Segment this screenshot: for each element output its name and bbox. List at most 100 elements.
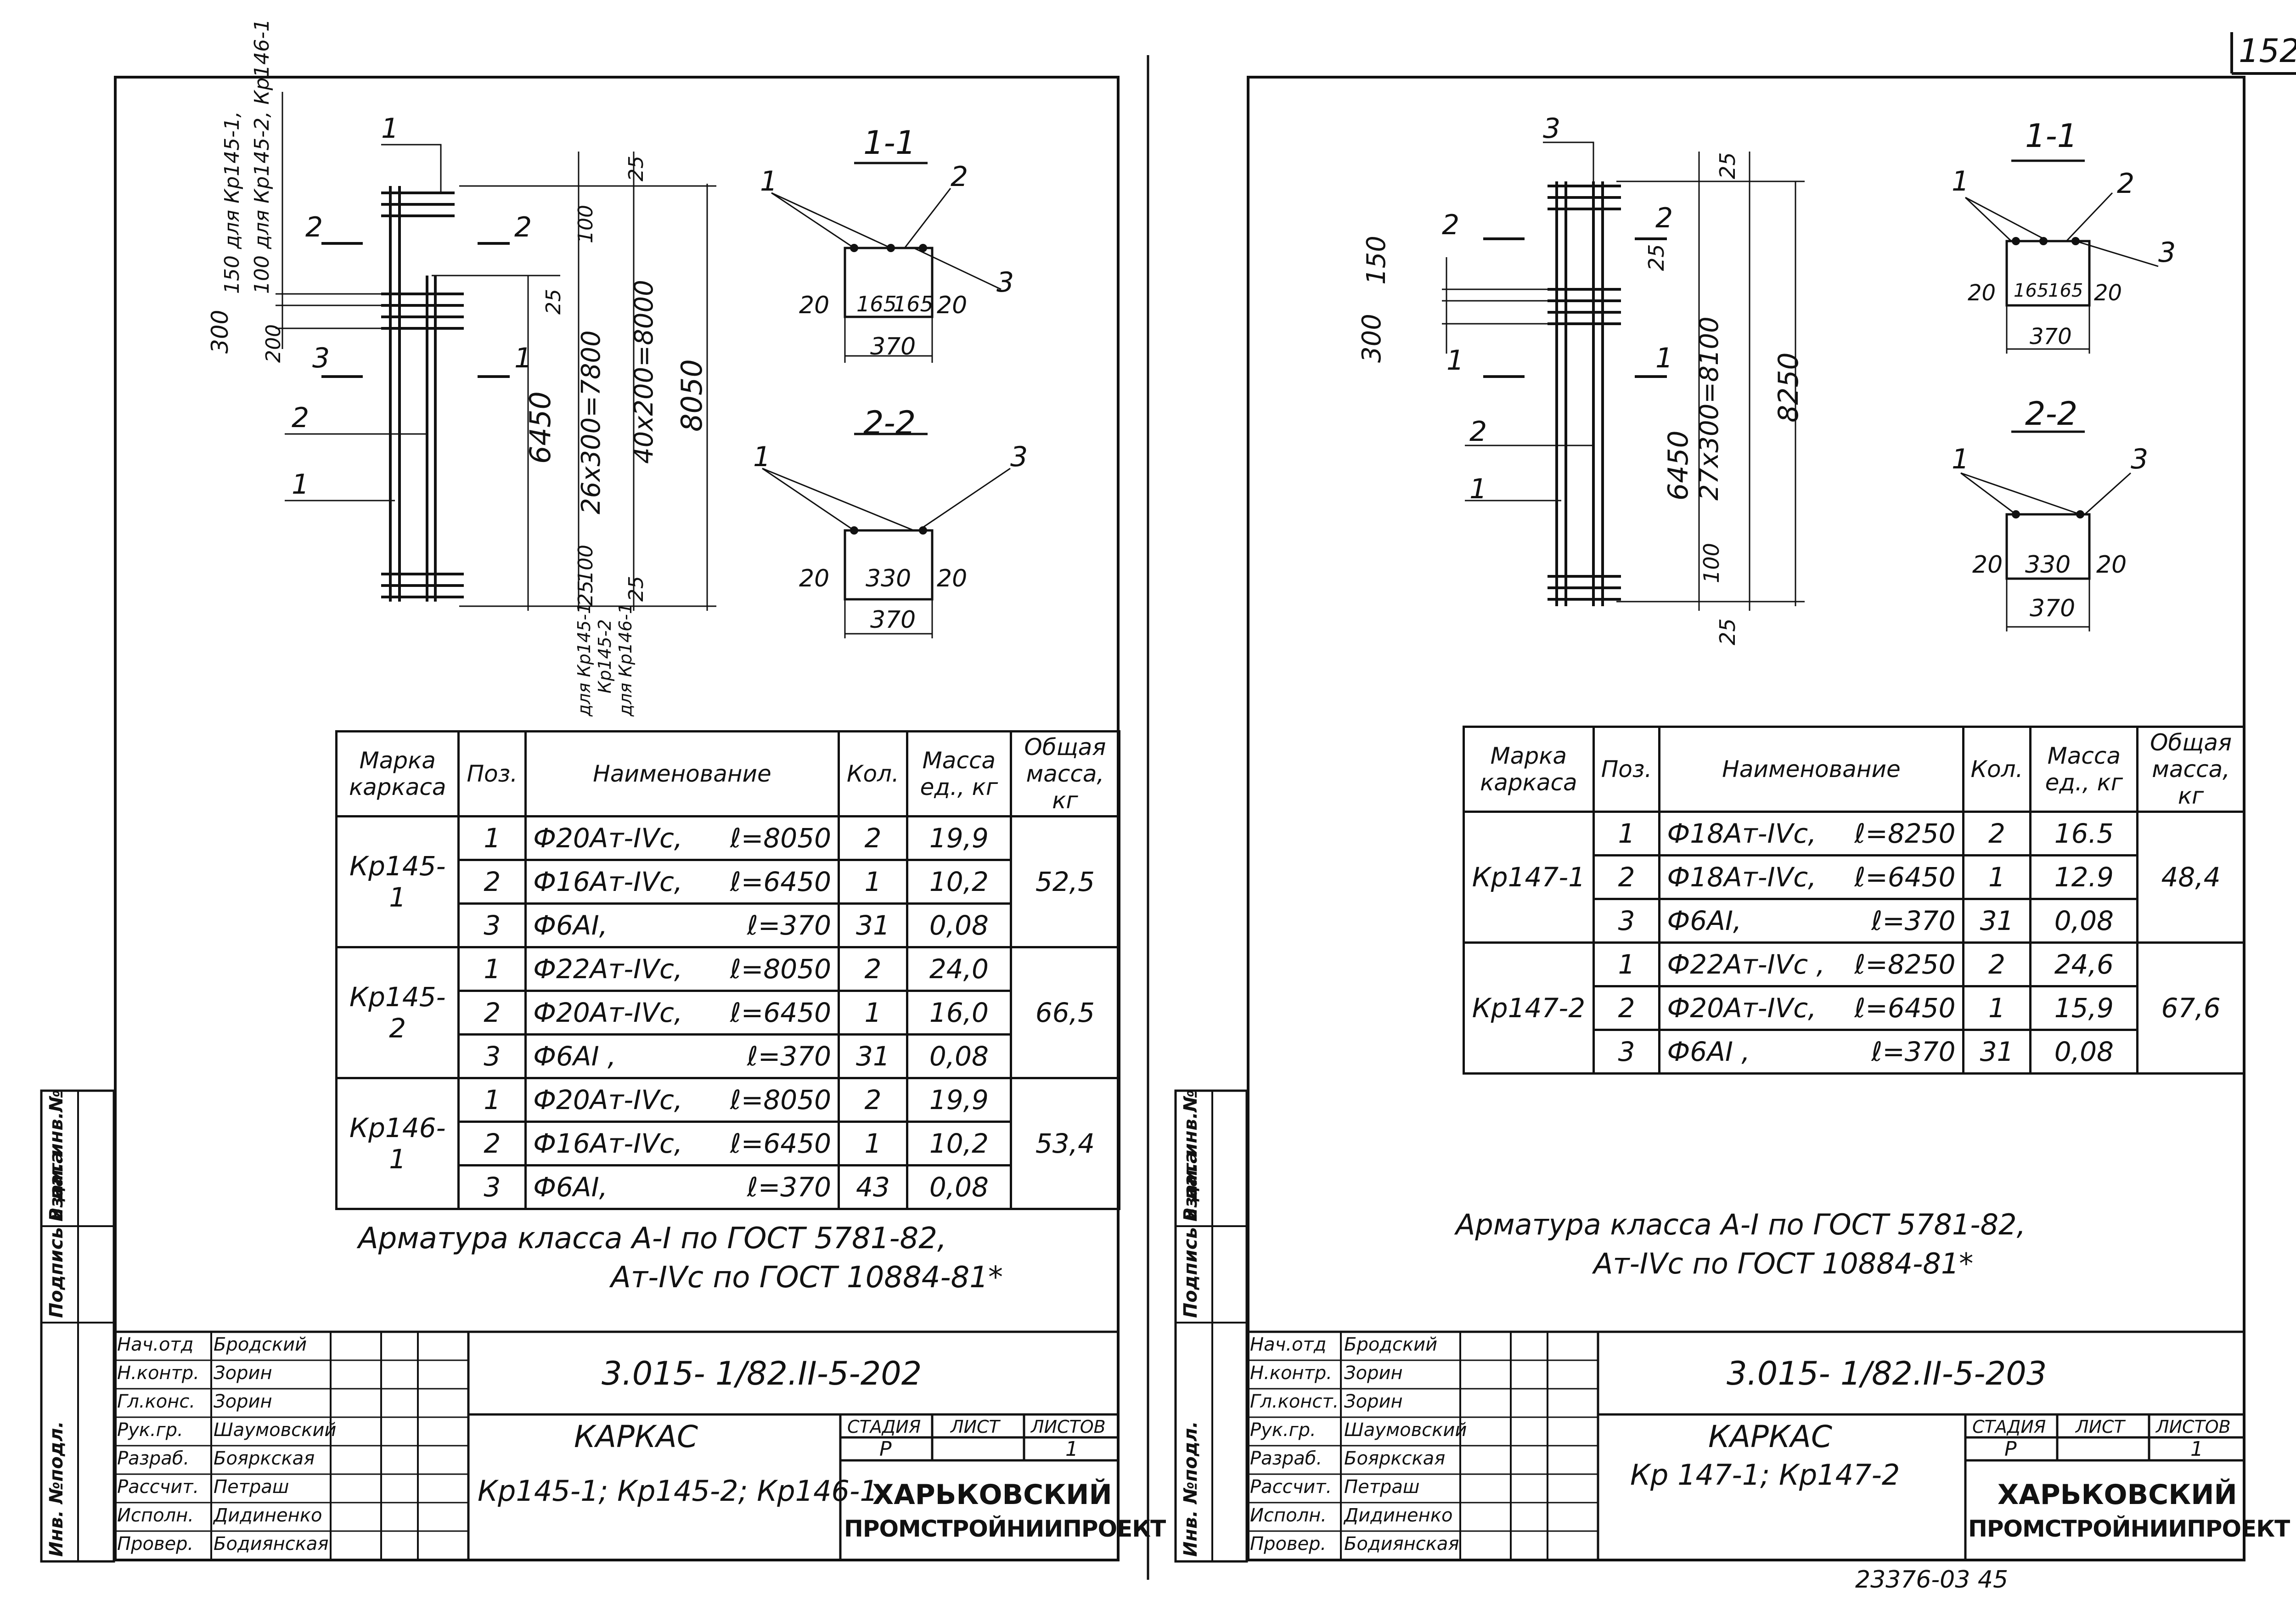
cell-pos: 3: [457, 902, 527, 948]
signer-name: Зорин: [214, 1391, 272, 1412]
cell-mark: Кр145-2: [335, 946, 460, 1079]
doc-code-right: 3.015- 1/82.II-5-203: [1727, 1355, 2047, 1392]
cell-pos: 1: [1592, 941, 1661, 987]
signer-name: Бродский: [214, 1334, 307, 1355]
signer-role: Рук.гр.: [1250, 1419, 1316, 1441]
marker-pos-1: 1: [292, 468, 310, 501]
cell-mass: 0,08: [906, 902, 1012, 948]
cell-qty: 43: [838, 1164, 908, 1210]
cell-qty: 1: [1962, 985, 2032, 1031]
cell-pos: 2: [1592, 854, 1661, 900]
th-mark: Марка каркаса: [335, 730, 460, 817]
table-row: 2 Ф16Ат-IVс,ℓ=6450 1 10,2: [337, 1121, 1120, 1166]
cell-pos: 1: [457, 815, 527, 861]
cell-qty: 2: [1962, 941, 2032, 987]
cell-name: Ф22Ат-IVс,ℓ=8050: [524, 946, 840, 992]
signer-name: Бодиянская: [1344, 1533, 1459, 1555]
cell-qty: 31: [838, 1033, 908, 1079]
doc-subtitle-right: Кр 147-1; Кр147-2: [1630, 1458, 1900, 1492]
section-2-2-dim-total: 370: [870, 606, 916, 634]
marker-3-r: 3: [1543, 113, 1561, 145]
cell-mass: 19,9: [906, 815, 1012, 861]
doc-title-right: КАРКАС: [1708, 1419, 1832, 1454]
cell-name: Ф6АI ,ℓ=370: [524, 1033, 840, 1079]
cell-qty: 2: [838, 946, 908, 992]
section-2-2-label-1: 1: [753, 441, 771, 473]
section-1-1-label-3-r: 3: [2158, 237, 2176, 269]
cell-pos: 2: [457, 859, 527, 905]
section-1-1-title-r: 1-1: [2025, 117, 2078, 155]
section-2-2-dim-b: 330: [866, 565, 912, 592]
cell-qty: 31: [1962, 1029, 2032, 1075]
section-2-2-label-3-r: 3: [2131, 443, 2149, 475]
cell-mass: 0,08: [2029, 898, 2139, 944]
section-2-2-label-1-r: 1: [1952, 443, 1970, 475]
table-row: 2 Ф20Ат-IVс,ℓ=6450 1 16,0: [337, 990, 1120, 1036]
section-2-2-dim-c-r: 20: [2096, 551, 2127, 579]
section-1-1-label-1: 1: [760, 165, 778, 197]
cell-name: Ф6АI,ℓ=370: [1658, 898, 1964, 944]
doc-subtitle-left: Кр145-1; Кр145-2; Кр146-1: [478, 1474, 878, 1508]
signer-name: Петраш: [214, 1476, 289, 1498]
th-pos: Поз.: [1592, 726, 1661, 813]
marker-3: 1: [381, 113, 399, 145]
cell-qty: 31: [1962, 898, 2032, 944]
section-2-2-label-3: 3: [1010, 441, 1028, 473]
org-name-left-1: ХАРЬКОВСКИЙ: [872, 1479, 1112, 1511]
signer-name: Шаумовский: [214, 1419, 337, 1441]
section-1-1-dim-b-r: 165: [2014, 280, 2049, 301]
signer-role: Гл.конст.: [1250, 1391, 1339, 1412]
cell-qty: 1: [838, 1121, 908, 1166]
cell-mass: 24,6: [2029, 941, 2139, 987]
signer-role: Разраб.: [1250, 1448, 1322, 1469]
signer-name: Дидиненко: [214, 1505, 322, 1526]
cell-qty: 31: [838, 902, 908, 948]
marker-pos-2: 2: [292, 402, 310, 434]
org-name-right-2: ПРОМСТРОЙНИИПРОЕКТ: [1968, 1515, 2290, 1542]
th-total: Общая масса, кг: [2136, 726, 2245, 813]
note-line-2-left: Ат-IVс по ГОСТ 10884-81*: [611, 1261, 1003, 1295]
stage-label-left: СТАДИЯ: [847, 1417, 921, 1437]
signer-name: Бодиянская: [214, 1533, 329, 1555]
table-row: 2 Ф18Ат-IVс,ℓ=6450 1 12.9: [1464, 854, 2245, 900]
marker-section-2-r: 2: [1442, 209, 1460, 241]
cell-name: Ф18Ат-IVс,ℓ=8250: [1658, 811, 1964, 856]
section-1-1-label-2-r: 2: [2117, 168, 2135, 200]
org-name-left-2: ПРОМСТРОЙНИИПРОЕКТ: [844, 1515, 1166, 1542]
page-number: 152: [2239, 32, 2296, 70]
th-name: Наименование: [1658, 726, 1964, 813]
cell-name: Ф16Ат-IVс,ℓ=6450: [524, 1121, 840, 1166]
cell-mark: Кр145-1: [335, 815, 460, 948]
marker-section-1: 3: [312, 342, 330, 374]
marker-section-2: 2: [305, 211, 323, 243]
sheets-count-left: 1: [1065, 1437, 1078, 1461]
section-1-1-dim-d-r: 20: [2094, 280, 2122, 306]
sheet-label-right: ЛИСТ: [2076, 1417, 2125, 1437]
stage-value-right: Р: [2004, 1437, 2017, 1461]
cell-name: Ф6АI ,ℓ=370: [1658, 1029, 1964, 1075]
cell-total: 67,6: [2136, 941, 2245, 1075]
cell-pos: 3: [457, 1033, 527, 1079]
cell-pos: 3: [1592, 898, 1661, 944]
doc-code-left: 3.015- 1/82.II-5-202: [602, 1355, 922, 1392]
cell-pos: 1: [1592, 811, 1661, 856]
signer-name: Зорин: [1344, 1363, 1403, 1384]
spec-table-left: Марка каркаса Поз. Наименование Кол. Мас…: [335, 730, 1121, 1210]
cell-name: Ф22Ат-IVс ,ℓ=8250: [1658, 941, 1964, 987]
cell-mass: 0,08: [906, 1164, 1012, 1210]
section-1-1-label-2: 2: [951, 161, 968, 193]
cell-total: 53,4: [1009, 1077, 1121, 1210]
th-mass: Масса ед., кг: [906, 730, 1012, 817]
signer-role: Рассчит.: [117, 1476, 199, 1498]
cell-qty: 2: [838, 815, 908, 861]
cell-mass: 10,2: [906, 859, 1012, 905]
marker-section-2b: 2: [514, 211, 532, 243]
cell-mark: Кр147-1: [1463, 811, 1595, 944]
signer-name: Бродский: [1344, 1334, 1438, 1355]
